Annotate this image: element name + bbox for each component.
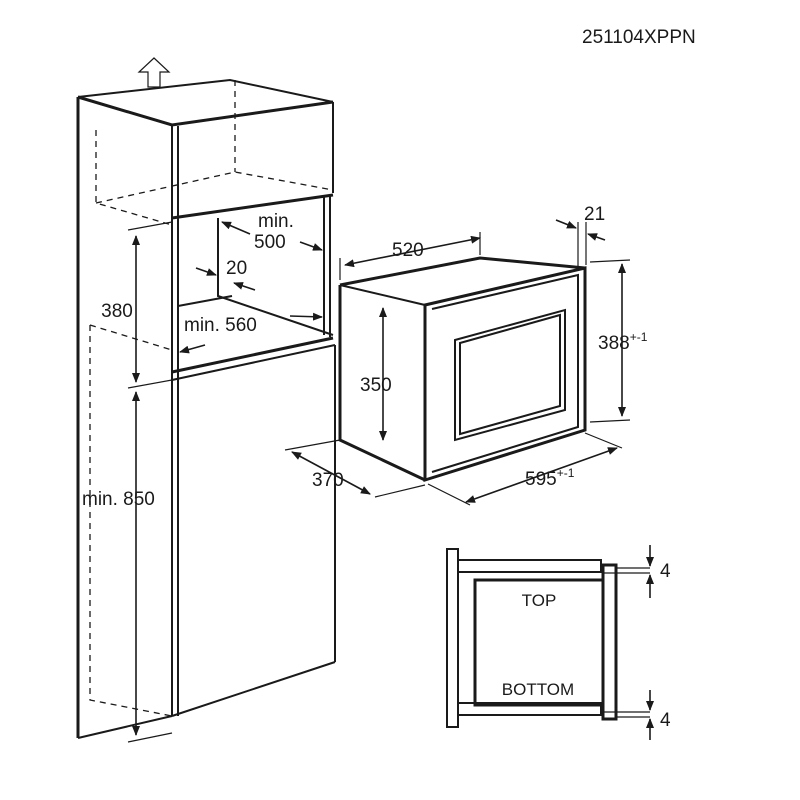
base-height-label: min. 850 <box>82 489 155 510</box>
front-height-label: 388+-1 <box>598 330 648 354</box>
microwave-appliance <box>338 256 587 483</box>
frame-detail <box>446 548 650 728</box>
top-gap-label: 4 <box>660 561 671 582</box>
niche-height-label: 380 <box>101 301 133 322</box>
side-depth-label: 370 <box>312 470 344 491</box>
bottom-gap-label: 4 <box>660 710 671 731</box>
niche-depth-label: min. <box>258 211 294 232</box>
top-label: TOP <box>522 591 557 610</box>
depth-label: 520 <box>392 240 424 261</box>
gap-label: 20 <box>226 258 247 279</box>
niche-depth-value: 500 <box>254 232 286 253</box>
bottom-label: BOTTOM <box>502 680 574 699</box>
ventilation-up-arrow-icon <box>137 57 171 88</box>
height-label: 350 <box>360 375 392 396</box>
frame-label: 21 <box>584 204 605 225</box>
tall-cabinet <box>76 78 336 739</box>
model-code: 251104XPPN <box>582 27 696 48</box>
front-width-label: 595+-1 <box>525 466 575 490</box>
niche-width-label: min. 560 <box>184 315 257 336</box>
